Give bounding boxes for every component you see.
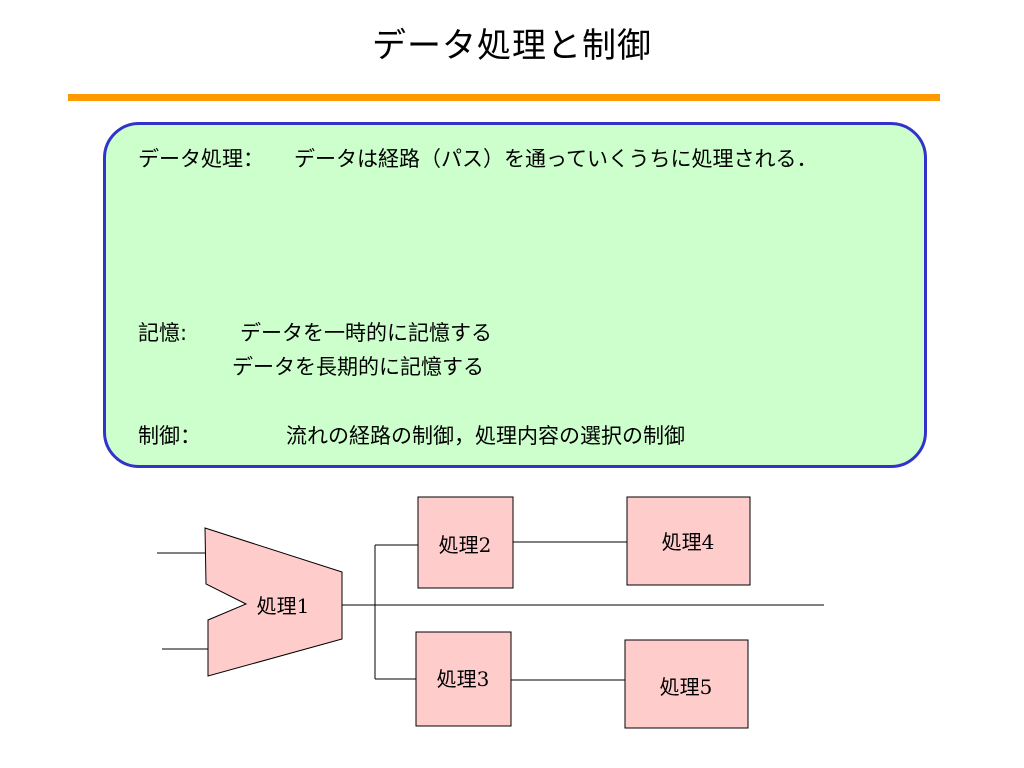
slide-title: データ処理と制御 [372,26,652,66]
process-4-label: 処理4 [662,530,715,554]
title-divider [68,94,940,101]
definitions-box: データ処理： データは経路（パス）を通っていくうちに処理される． 記憶: データ… [103,122,927,468]
process-1-label: 処理1 [257,594,310,618]
process-5-box [624,639,749,729]
storage-label: 記憶: [138,321,188,345]
processing-text: データは経路（パス）を通っていくうちに処理される． [294,147,818,171]
process-2-box [417,496,514,589]
storage-long-term: データを長期的に記憶する [232,355,484,379]
control-text: 流れの経路の制御，処理内容の選択の制御 [286,424,685,448]
processing-label: データ処理： [138,147,264,171]
control-label: 制御： [138,424,201,448]
process-3-label: 処理3 [437,667,490,691]
storage-short-term: データを一時的に記憶する [240,321,492,345]
process-5-label: 処理5 [660,675,713,699]
process-2-label: 処理2 [439,533,492,557]
process-1-shape [204,527,343,677]
process-4-box [626,496,751,586]
process-3-box [415,631,512,727]
